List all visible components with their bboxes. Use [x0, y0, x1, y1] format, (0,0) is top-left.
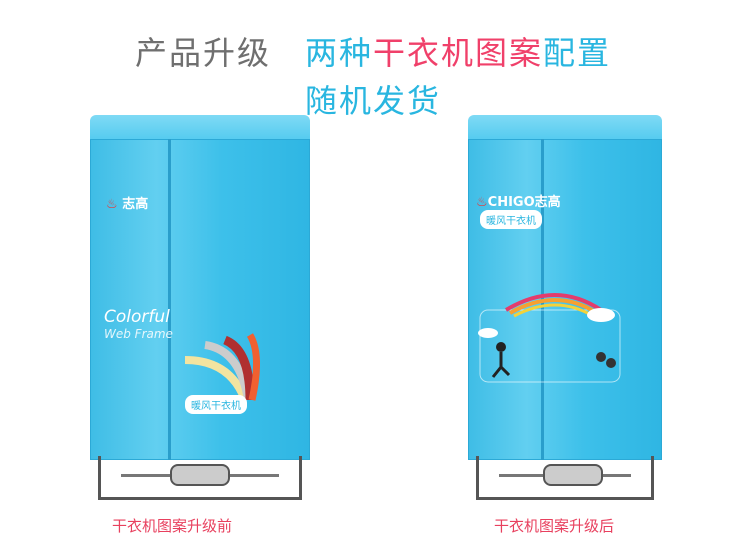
brand-logo: ♨CHIGO志高	[476, 195, 561, 210]
colorful-text: Colorful	[104, 307, 170, 327]
headline-upgrade: 产品升级	[135, 34, 272, 72]
dryer-after: ♨CHIGO志高 暖风干衣机	[468, 115, 662, 500]
dryer-before: ♨ 志高 Colorful Web Frame 暖风干衣机	[90, 115, 310, 500]
headline-main: 两种干衣机图案配置	[305, 28, 611, 74]
product-badge: 暖风干衣机	[480, 210, 542, 229]
brand-logo: ♨ 志高	[106, 197, 149, 212]
caption-before: 干衣机图案升级前	[112, 517, 233, 535]
caption-after: 干衣机图案升级后	[494, 517, 615, 535]
headline-two: 两种	[305, 34, 374, 72]
headline-random-ship: 随机发货	[305, 82, 442, 120]
web-frame-text: Web Frame	[104, 327, 173, 341]
headline-patterns: 干衣机图案	[373, 34, 544, 72]
rainbow-illustration	[478, 293, 621, 383]
product-badge: 暖风干衣机	[185, 395, 247, 414]
arrows-graphic	[184, 333, 260, 402]
headline-config: 配置	[543, 34, 612, 72]
